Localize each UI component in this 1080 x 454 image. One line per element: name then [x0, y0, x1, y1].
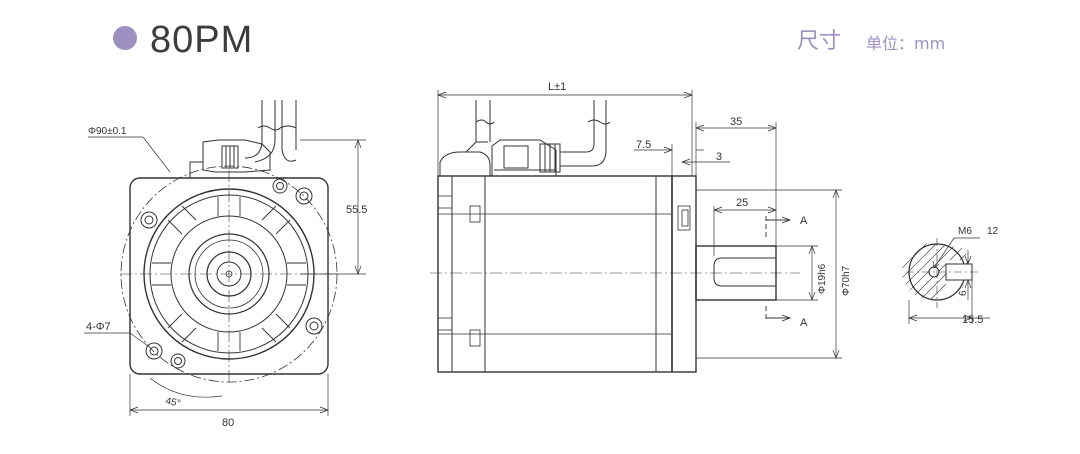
flange-circle-label: Φ90±0.1 [88, 126, 127, 137]
front-connector [189, 100, 297, 178]
thread-label: M6 [958, 226, 972, 237]
center-height-label: 55.5 [346, 204, 367, 216]
dim-flange-thickness [681, 158, 730, 166]
header-bullet-icon [113, 26, 137, 50]
dim-key-height [964, 250, 972, 300]
dim-mount-holes [84, 332, 149, 347]
dimension-heading: 尺寸 [797, 29, 842, 54]
dim-spigot-diameter [696, 189, 842, 359]
width-label: 80 [222, 417, 234, 429]
length-label: L±1 [548, 81, 566, 93]
dim-width [129, 374, 329, 416]
mount-holes-label: 4-Φ7 [86, 321, 111, 333]
dim-shaft-total [695, 122, 777, 246]
shaft-key [713, 257, 776, 287]
angle-arc [149, 377, 223, 398]
motor-body [437, 175, 673, 373]
front-view: 55.5 Φ90±0.1 4-Φ7 45° 80 [84, 100, 367, 429]
section-mark-top: A [800, 215, 808, 227]
dim-key-length [713, 206, 777, 256]
thread-depth-label: 12 [987, 226, 999, 237]
side-view: L±1 35 7.5 3 25 [430, 81, 852, 373]
rear-cap [437, 175, 453, 373]
angle-label: 45° [164, 396, 181, 410]
key-length-label: 25 [736, 197, 748, 209]
model-title: 80PM [150, 19, 254, 61]
section-markers [765, 216, 792, 322]
shaft-total-label: 35 [730, 116, 742, 128]
flange-offset-label: 7.5 [636, 139, 651, 151]
spigot-diameter-label: Φ70h7 [841, 265, 852, 296]
key-height-label: 6 [958, 290, 969, 296]
dim-shaft-diameter [776, 245, 818, 301]
flange-thickness-label: 3 [716, 151, 722, 163]
shaft-diameter-label: Φ19h6 [817, 263, 828, 294]
unit-label: 单位：mm [866, 34, 946, 53]
side-connectors [439, 100, 611, 176]
section-mark-bottom: A [800, 317, 808, 329]
dim-flange-circle [88, 136, 171, 173]
shaft-depth-label: 15.5 [962, 314, 983, 326]
dim-shaft-depth [908, 280, 990, 324]
dim-flange-offset [634, 144, 704, 176]
dim-center-height [300, 139, 366, 275]
mount-holes [140, 178, 323, 369]
side-flange [671, 175, 697, 373]
dim-thread [932, 237, 980, 269]
section-view: M6 12 6 15.5 [901, 226, 999, 326]
rib-lines [152, 197, 306, 351]
